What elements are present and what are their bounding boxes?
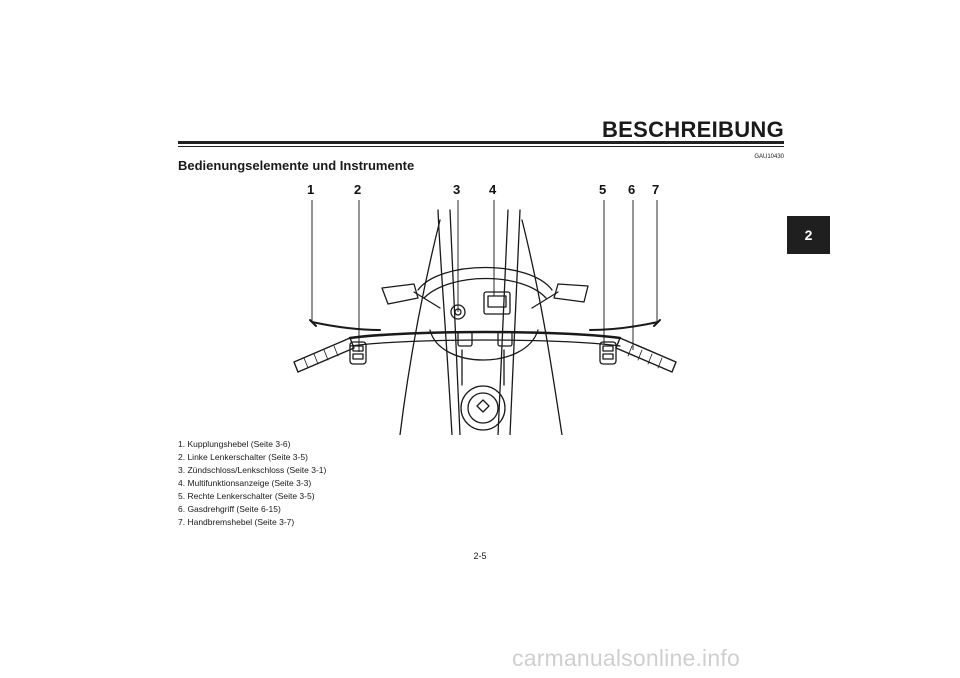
callout-3: 3 <box>453 182 460 197</box>
chapter-tab[interactable]: 2 <box>787 216 830 254</box>
legend-item: 2. Linke Lenkerschalter (Seite 3-5) <box>178 452 308 462</box>
watermark: carmanualsonline.info <box>512 645 740 671</box>
handlebar-illustration: 1 2 3 4 5 6 7 <box>293 182 677 435</box>
reference-code: GAU10430 <box>754 154 784 160</box>
legend-item: 5. Rechte Lenkerschalter (Seite 3-5) <box>178 491 315 501</box>
legend-item: 1. Kupplungshebel (Seite 3-6) <box>178 439 291 449</box>
legend-item: 7. Handbremshebel (Seite 3-7) <box>178 517 295 527</box>
legend-item: 6. Gasdrehgriff (Seite 6-15) <box>178 504 281 514</box>
callout-7: 7 <box>652 182 659 197</box>
callout-1: 1 <box>307 182 314 197</box>
callout-5: 5 <box>599 182 606 197</box>
page-number: 2-5 <box>473 551 487 561</box>
section-title: Bedienungselemente und Instrumente <box>178 158 415 173</box>
figure-legend: 1. Kupplungshebel (Seite 3-6) 2. Linke L… <box>178 438 326 529</box>
callout-4: 4 <box>489 182 497 197</box>
legend-item: 3. Zündschloss/Lenkschloss (Seite 3-1) <box>178 465 327 475</box>
callout-6: 6 <box>628 182 635 197</box>
header-rule-thin <box>178 146 784 147</box>
callout-2: 2 <box>354 182 361 197</box>
header-rule-thick <box>178 141 784 144</box>
page-header-title: BESCHREIBUNG <box>601 117 784 142</box>
legend-item: 4. Multifunktionsanzeige (Seite 3-3) <box>178 478 312 488</box>
